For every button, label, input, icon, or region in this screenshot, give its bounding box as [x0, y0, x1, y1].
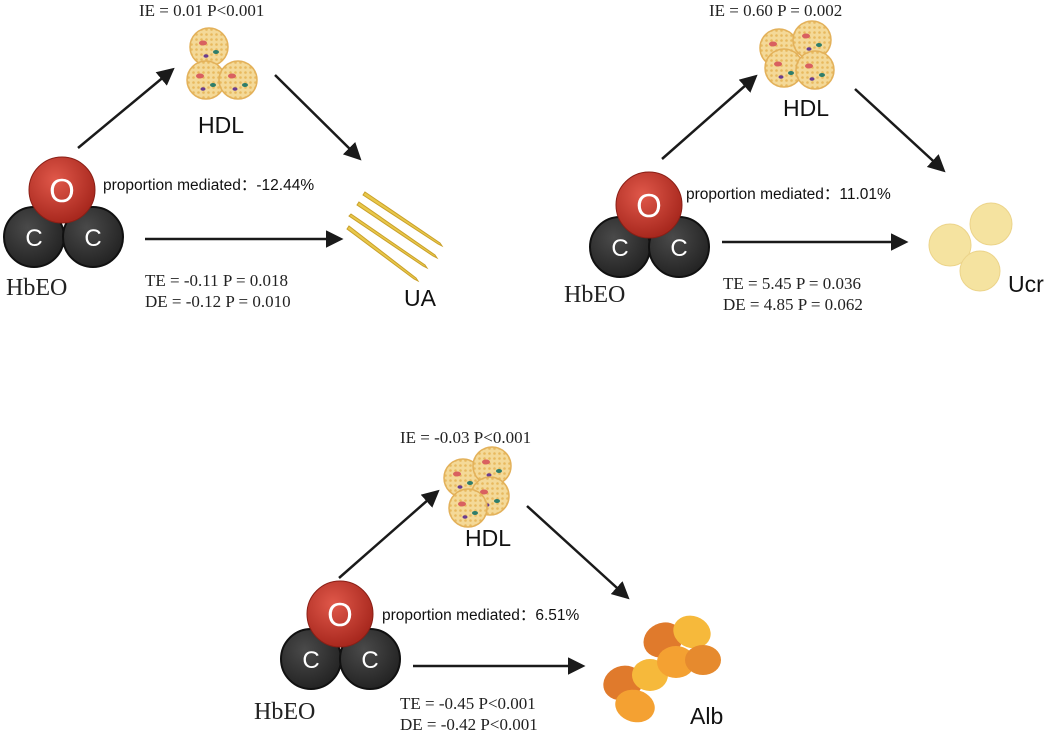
- de-label: DE = 4.85 P = 0.062: [723, 295, 863, 314]
- ie-label: IE = 0.60 P = 0.002: [709, 1, 842, 20]
- te-label: TE = 5.45 P = 0.036: [723, 274, 861, 293]
- exposure-label: HbEO: [564, 282, 625, 308]
- mediator-label: HDL: [465, 525, 511, 551]
- hbeo-molecule-icon: O C C: [589, 171, 710, 278]
- te-label: TE = -0.11 P = 0.018: [145, 271, 288, 290]
- arrow-exposure-to-mediator: [661, 74, 758, 160]
- hdl-icon: [759, 20, 835, 90]
- svg-text:O: O: [636, 187, 662, 224]
- arrow-exposure-to-mediator: [77, 67, 175, 149]
- svg-text:C: C: [361, 647, 378, 674]
- ie-label: IE = -0.03 P<0.001: [400, 428, 531, 447]
- arrow-mediator-to-outcome: [854, 88, 946, 173]
- hbeo-molecule-icon: O C C: [3, 156, 124, 268]
- de-label: DE = -0.42 P<0.001: [400, 715, 538, 734]
- te-label: TE = -0.45 P<0.001: [400, 694, 536, 713]
- arrow-mediator-to-outcome: [274, 74, 362, 161]
- proportion-mediated-label: proportion mediated：11.01%: [686, 186, 891, 203]
- ie-label: IE = 0.01 P<0.001: [139, 1, 264, 20]
- hdl-icon: [443, 446, 512, 528]
- albumin-icon: [603, 615, 721, 723]
- mediator-label: HDL: [783, 95, 829, 121]
- arrow-exposure-to-mediator: [338, 489, 440, 579]
- svg-text:O: O: [327, 596, 353, 633]
- outcome-label: Alb: [690, 703, 723, 729]
- uric-acid-crystals-icon: [346, 191, 444, 283]
- arrow-mediator-to-outcome: [526, 505, 630, 600]
- panel-ua: IE = 0.01 P<0.001 HDL proportion mediate…: [3, 1, 444, 311]
- de-label: DE = -0.12 P = 0.010: [145, 292, 291, 311]
- outcome-label: UA: [404, 285, 437, 311]
- svg-text:C: C: [611, 235, 628, 262]
- exposure-label: HbEO: [6, 275, 67, 301]
- svg-text:C: C: [670, 235, 687, 262]
- exposure-label: HbEO: [254, 699, 315, 725]
- svg-text:O: O: [49, 172, 75, 209]
- svg-text:C: C: [302, 647, 319, 674]
- hbeo-molecule-icon: O C C: [280, 580, 401, 690]
- urine-creatinine-icon: [928, 202, 1013, 292]
- svg-text:C: C: [25, 225, 42, 252]
- mediator-label: HDL: [198, 112, 244, 138]
- panel-alb: IE = -0.03 P<0.001 HDL proportion mediat…: [254, 428, 723, 734]
- proportion-mediated-label: proportion mediated：6.51%: [382, 607, 580, 624]
- hdl-icon: [186, 27, 258, 100]
- svg-text:C: C: [84, 225, 101, 252]
- proportion-mediated-label: proportion mediated：-12.44%: [103, 177, 314, 194]
- outcome-label: Ucr: [1008, 271, 1044, 297]
- panel-ucr: IE = 0.60 P = 0.002 HDL proportion media…: [564, 1, 1044, 314]
